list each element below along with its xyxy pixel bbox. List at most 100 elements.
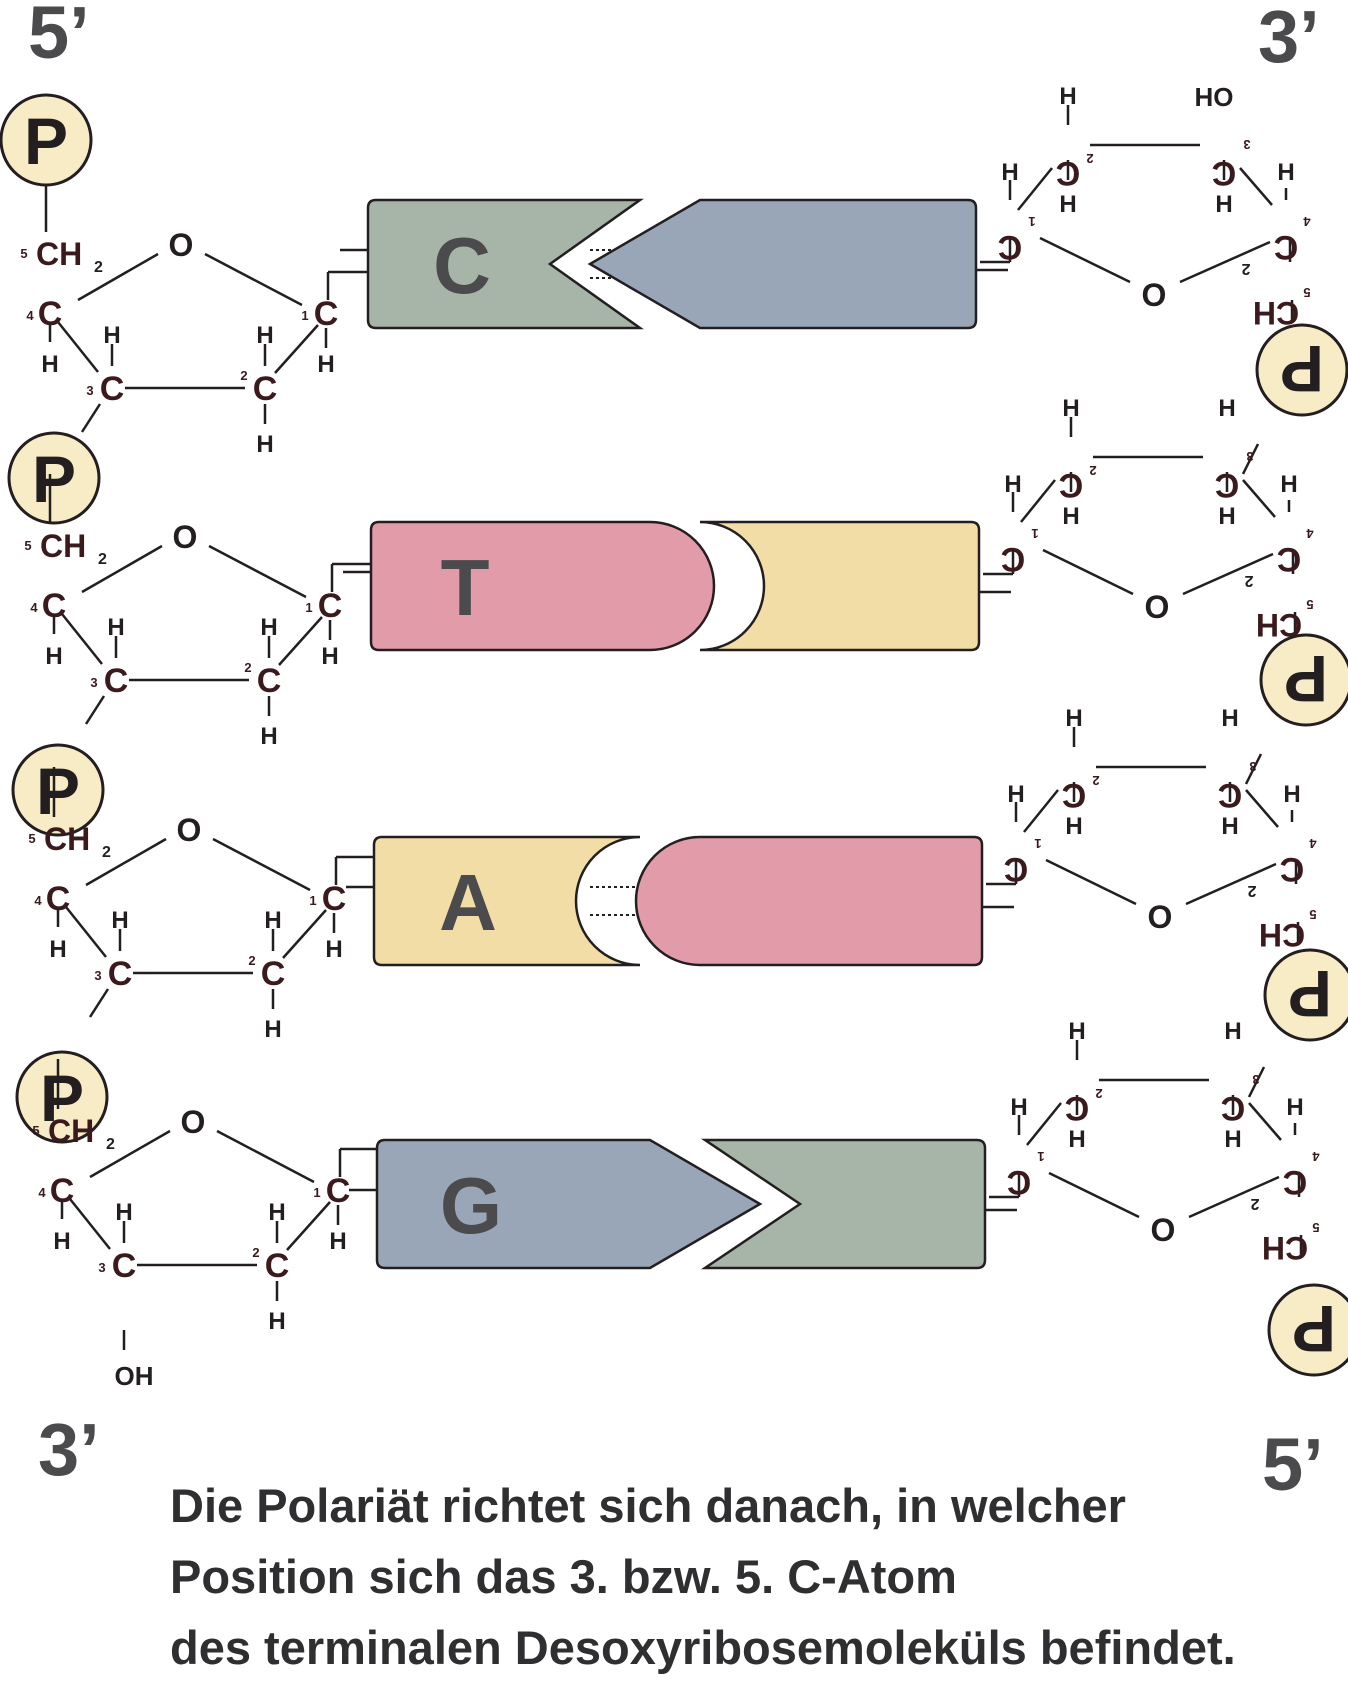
hydrogen: H (260, 614, 277, 641)
ch2-group: CH (1262, 1230, 1308, 1266)
carbon-3: C (108, 955, 133, 993)
bond-line (1248, 1102, 1282, 1141)
base-label-A: A (439, 858, 497, 947)
bond-line (204, 252, 303, 307)
hydrogen: H (1004, 471, 1021, 498)
hydrogen: H (111, 907, 128, 934)
base-label-C: C (433, 221, 491, 310)
phosphate-label: P (24, 104, 68, 178)
phosphate-left-1: P (0, 93, 93, 187)
ring-oxygen: O (1151, 1212, 1176, 1248)
complementary-base-shape (587, 198, 978, 330)
position-number-2: 2 (1092, 773, 1099, 788)
carbon-3: C (100, 370, 125, 408)
hydrogen: H (1010, 1094, 1027, 1121)
bond-line (1026, 1102, 1062, 1146)
hydrogen: H (329, 1228, 346, 1255)
hydrogen: H (1277, 159, 1294, 186)
position-number-3: 3 (1249, 759, 1256, 774)
position-number-3: 3 (1246, 449, 1253, 464)
caption-line-3: des terminalen Desoxyribosemoleküls befi… (170, 1621, 1236, 1674)
phosphate-circle (11, 743, 105, 837)
hydrogen: H (1068, 1018, 1085, 1045)
ch2-subscript: 2 (102, 844, 111, 861)
base-shape-A (372, 835, 641, 967)
carbon-4: C (42, 587, 67, 625)
position-number-4: 4 (1312, 1149, 1320, 1164)
carbon-1: C (998, 228, 1023, 266)
hydrogen: H (1218, 503, 1235, 530)
bond-line (286, 1201, 331, 1251)
position-number-1: 1 (1034, 836, 1041, 851)
carbon-1: C (322, 880, 347, 918)
end-label-top-right: 3’ (1258, 0, 1320, 78)
hydrogen: H (1215, 191, 1232, 218)
end-label-bottom-left: 3’ (38, 1408, 100, 1491)
phosphate-right-4: P (1267, 1283, 1348, 1377)
phosphate-right-2: P (1259, 633, 1348, 727)
backbone-link (1241, 443, 1260, 475)
carbon-3: C (1215, 466, 1240, 504)
base-shape-G (375, 1138, 763, 1270)
bond-line (1017, 167, 1053, 211)
hydrogen: H (268, 1199, 285, 1226)
backbone-link (84, 695, 106, 725)
position-number-1: 1 (305, 600, 312, 615)
ring-oxygen: O (169, 227, 194, 263)
position-number-5: 5 (1309, 907, 1316, 922)
phosphate-circle (1263, 948, 1348, 1042)
ch2-group: CH (40, 528, 86, 564)
hydrogen: H (264, 1016, 281, 1043)
carbon-1: C (314, 295, 339, 333)
position-number-5: 5 (20, 246, 27, 261)
base-pair-2: T (343, 520, 1011, 652)
hydrogen: H (260, 723, 277, 750)
base-shape-T (369, 520, 716, 652)
carbon-2: C (1056, 154, 1081, 192)
hydrogen: H (41, 351, 58, 378)
bond-line (216, 1129, 315, 1184)
phosphate-right-3: P (1263, 948, 1348, 1042)
backbone-link (1247, 1066, 1266, 1098)
carbon-2: C (253, 370, 278, 408)
position-number-1: 1 (1031, 526, 1038, 541)
position-number-5: 5 (1306, 597, 1313, 612)
ch2-subscript: 2 (1247, 882, 1256, 899)
carbon-2: C (265, 1247, 290, 1285)
hydrogen: H (1221, 705, 1238, 732)
position-number-1: 1 (1028, 214, 1035, 229)
base-pair-3: A (346, 835, 1014, 967)
hydrogen: H (1224, 1126, 1241, 1153)
bond-line (1045, 858, 1137, 906)
hydrogen: H (49, 936, 66, 963)
phosphate-left-2: P (7, 431, 101, 525)
phosphate-label: P (36, 754, 80, 828)
hydrogen: H (53, 1228, 70, 1255)
phosphate-circle (7, 431, 101, 525)
position-number-5: 5 (32, 1123, 39, 1138)
carbon-2: C (1065, 1089, 1090, 1127)
hydrogen: H (268, 1308, 285, 1335)
bond-line (57, 321, 99, 373)
carbon-1: C (1004, 850, 1029, 888)
carbon-4: C (46, 880, 71, 918)
hydrogen: H (264, 907, 281, 934)
bond-line (1042, 548, 1134, 596)
carbon-4: C (50, 1172, 75, 1210)
carbon-2: C (1062, 776, 1087, 814)
backbone-link (80, 403, 102, 433)
ch2-group: CH (44, 821, 90, 857)
phosphate-label: P (40, 1061, 84, 1135)
ch2-subscript: 2 (1244, 572, 1253, 589)
base-label-T: T (441, 543, 490, 632)
end-label-bottom-right: 5’ (1262, 1423, 1324, 1506)
phosphate-label: P (1284, 642, 1328, 716)
bond-line (1048, 1171, 1140, 1219)
hydrogen: H (1286, 1094, 1303, 1121)
